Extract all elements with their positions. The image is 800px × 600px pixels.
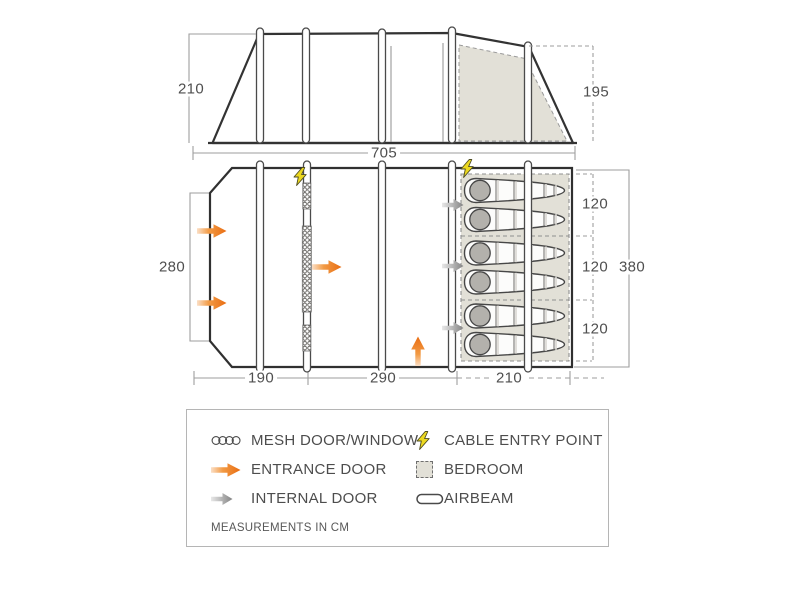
dim-total-length: 705 [368, 145, 400, 161]
bedroom-area [460, 173, 570, 362]
airbeam [523, 160, 533, 373]
elevation-bedroom-shade [458, 44, 568, 142]
dim-rear-height-line [529, 45, 594, 143]
bedroom-icon [416, 461, 433, 478]
dim-bottom-ticks [193, 371, 571, 385]
airbeam [447, 26, 457, 144]
legend-item-bedroom: BEDROOM [416, 455, 603, 484]
measurements-note: MEASUREMENTS IN CM [211, 522, 350, 534]
dim-total-width: 280 [156, 259, 188, 275]
elevation-airbeams [255, 26, 533, 144]
legend-item-cable-entry-point: CABLE ENTRY POINT [416, 426, 603, 455]
legend-label-cable-entry-point: CABLE ENTRY POINT [444, 432, 603, 449]
airbeam [377, 160, 387, 373]
legend-right-column: CABLE ENTRY POINT BEDROOM AIRBEAM [416, 426, 603, 513]
mesh-panels [301, 182, 312, 352]
dim-front-height-line [188, 33, 256, 143]
legend-left-column: MESH DOOR/WINDOW ENTRANCE DOOR INTERNAL … [211, 426, 418, 513]
mesh-door-window-icon [211, 436, 241, 445]
cable-entry-point-icon [416, 431, 430, 450]
airbeam [255, 27, 265, 144]
legend-item-entrance-door: ENTRANCE DOOR [211, 455, 418, 484]
legend: MESH DOOR/WINDOW ENTRANCE DOOR INTERNAL … [186, 409, 609, 547]
mesh-panel-texture [302, 226, 312, 312]
elevation-inner-lines [390, 43, 444, 142]
dim-pod-3: 120 [579, 321, 611, 337]
legend-label-airbeam: AIRBEAM [444, 490, 514, 507]
dim-bedroom-width: 380 [616, 259, 648, 275]
dim-rear-height: 195 [580, 84, 612, 100]
legend-item-internal-door: INTERNAL DOOR [211, 484, 418, 513]
dim-pod-2: 120 [579, 259, 611, 275]
dim-living-length: 290 [367, 370, 399, 386]
dim-front-height: 210 [175, 81, 207, 97]
airbeam [377, 28, 387, 144]
legend-label-entrance-door: ENTRANCE DOOR [251, 461, 387, 478]
legend-label-internal-door: INTERNAL DOOR [251, 490, 378, 507]
dim-porch-length: 190 [245, 370, 277, 386]
airbeam [255, 160, 265, 373]
side-elevation-view [208, 26, 577, 145]
internal-door-icon [211, 492, 233, 505]
entrance-door-icon [211, 462, 241, 477]
dim-total-width-line [189, 192, 210, 342]
dim-pod-1: 120 [579, 196, 611, 212]
legend-item-mesh-door-window: MESH DOOR/WINDOW [211, 426, 418, 455]
legend-label-bedroom: BEDROOM [444, 461, 524, 478]
dimension-lines [188, 33, 630, 385]
airbeam [301, 27, 311, 144]
dim-bedroom-length: 210 [493, 370, 525, 386]
floor-plan-view [197, 159, 574, 373]
legend-item-airbeam: AIRBEAM [416, 484, 603, 513]
airbeam-icon [416, 493, 444, 504]
legend-label-mesh-door-window: MESH DOOR/WINDOW [251, 432, 419, 449]
mesh-panel-texture [302, 325, 311, 351]
airbeam [523, 41, 533, 144]
mesh-panel-texture [302, 183, 311, 209]
bedroom-pod-dividers [461, 235, 569, 301]
dim-pods-ticks [576, 173, 592, 362]
